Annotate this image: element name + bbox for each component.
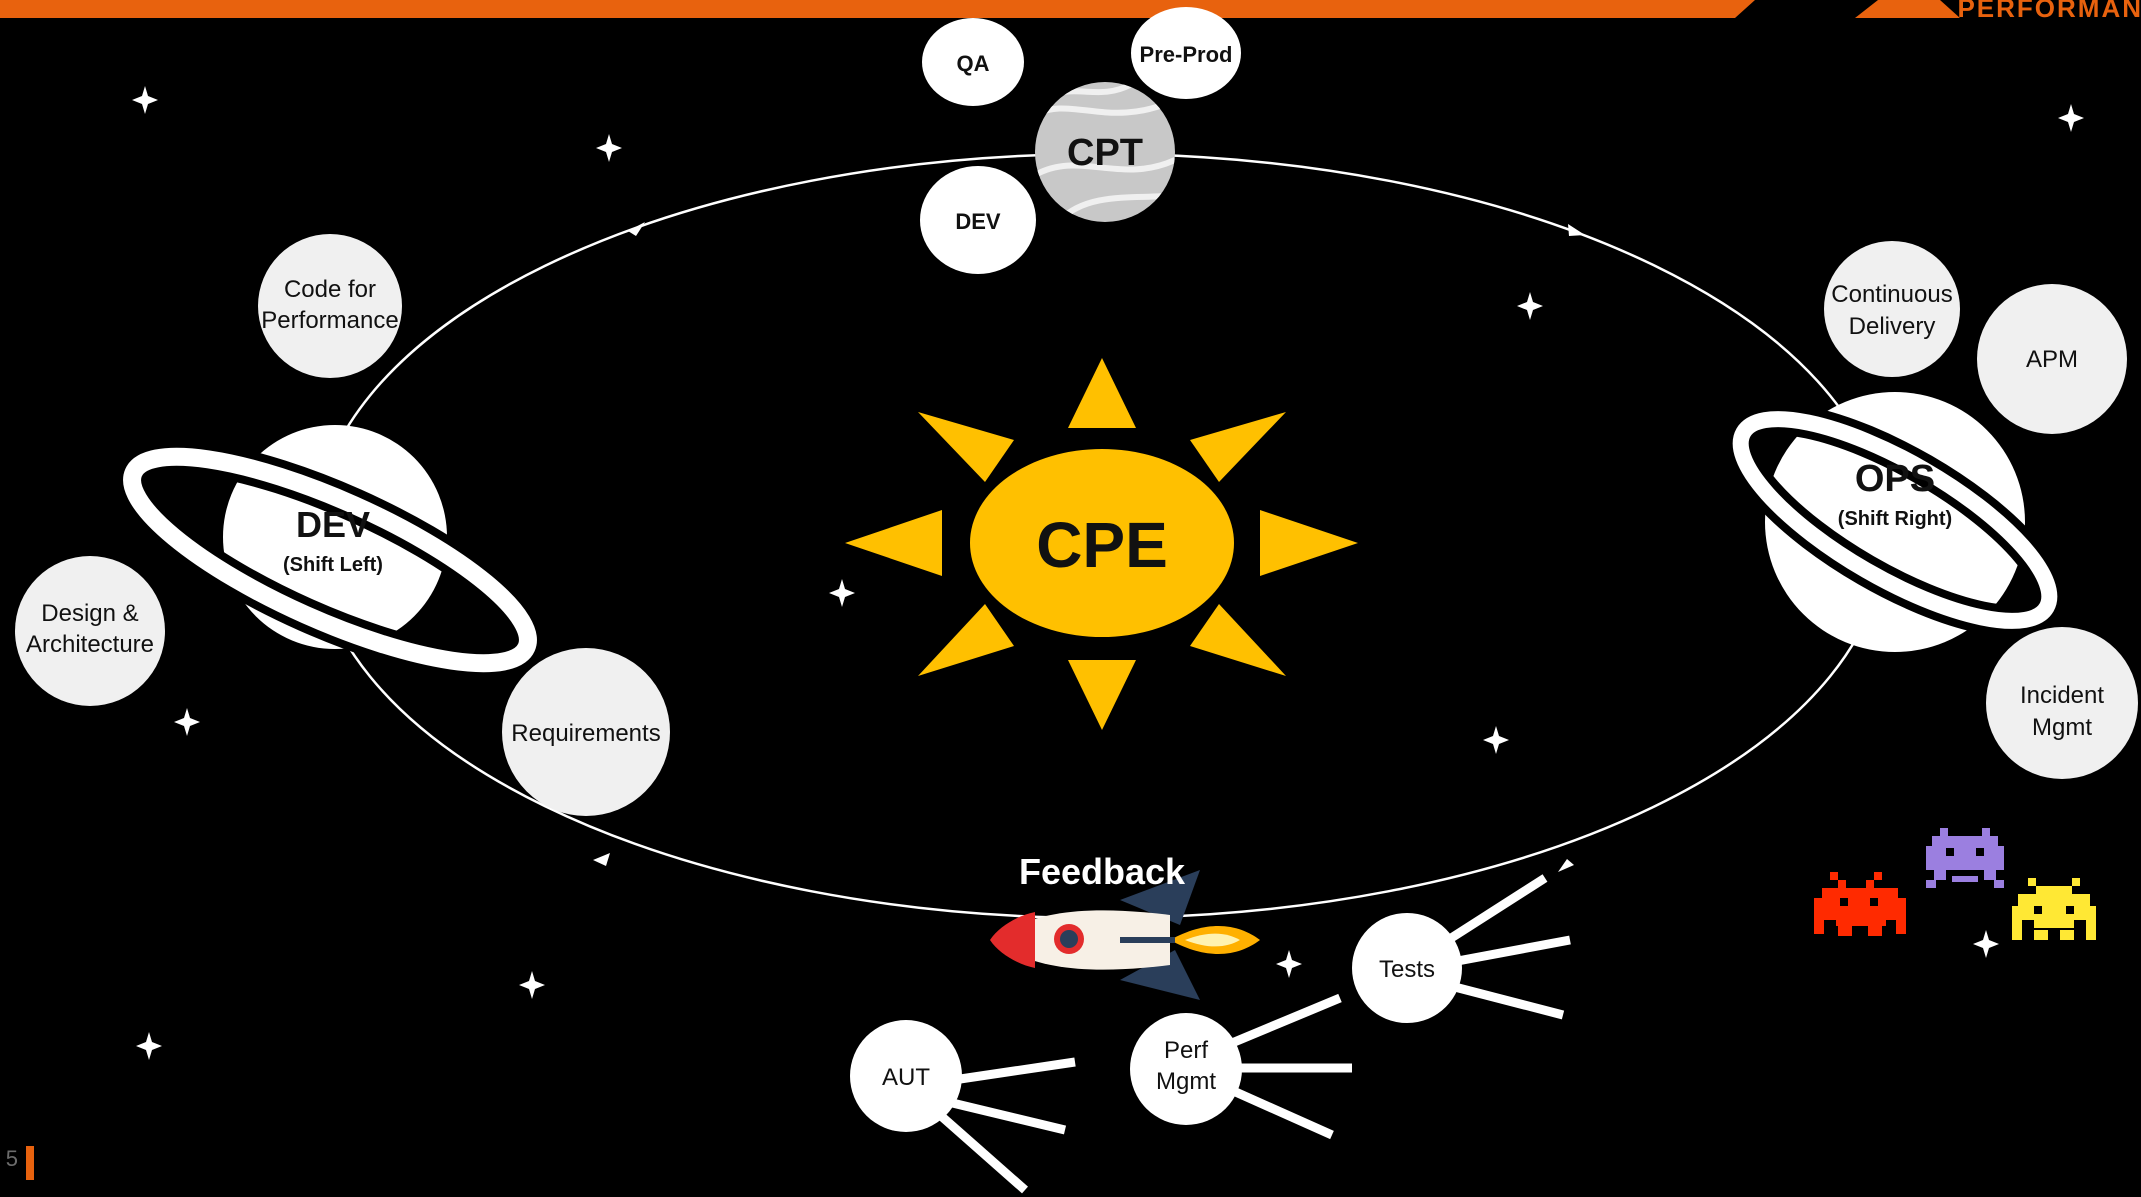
star-icon (174, 708, 200, 736)
brand-text: PERFORMAN (1957, 0, 2141, 22)
moon-incident-mgmt: Incident Mgmt (1986, 627, 2138, 779)
ops-planet: OPS (Shift Right) (1724, 392, 2066, 652)
star-icon (136, 1032, 162, 1060)
star-icon (829, 579, 855, 607)
slide-number-bar (26, 1146, 34, 1180)
moon-code-for-performance-line1: Code for (284, 276, 376, 303)
moon-apm: APM (1977, 284, 2127, 434)
star-icon (1276, 950, 1302, 978)
moon-design-architecture-line1: Design & (41, 600, 138, 627)
satellite-perf-mgmt-line1: Perf (1164, 1037, 1208, 1064)
moon-design-architecture-line2: Architecture (26, 631, 154, 658)
cpt-planet-label: CPT (1067, 132, 1143, 174)
sun-ray-icon (1260, 510, 1358, 576)
star-icon (519, 971, 545, 999)
moon-pre-prod-label: Pre-Prod (1140, 42, 1233, 67)
sun-core (970, 449, 1234, 637)
invader-yellow-icon (2012, 878, 2096, 940)
rocket: Feedback (990, 851, 1260, 1000)
star-icon (1483, 726, 1509, 754)
rocket-fin-icon (1120, 870, 1200, 925)
satellite-perf-mgmt: Perf Mgmt (1130, 993, 1352, 1140)
rocket-label: Feedback (1019, 851, 1186, 892)
rocket-nose-icon (990, 912, 1035, 968)
moon-qa: QA (922, 18, 1024, 106)
sun-ray-icon (1190, 412, 1286, 482)
ops-planet-label: OPS (1855, 458, 1935, 500)
moon-code-for-performance-line2: Performance (261, 307, 398, 334)
satellite-tests: Tests (1352, 874, 1571, 1023)
stars (132, 86, 2084, 1060)
moon-dev-small: DEV (920, 166, 1036, 274)
sun-ray-icon (1190, 604, 1286, 676)
dev-planet-label: DEV (296, 504, 370, 545)
orbit-arrow-icon (593, 853, 610, 866)
moon-design-architecture: Design & Architecture (15, 556, 165, 706)
star-icon (1973, 930, 1999, 958)
dev-planet-sublabel: (Shift Left) (283, 554, 383, 576)
rocket-fin-icon (1120, 950, 1200, 1000)
star-icon (1517, 292, 1543, 320)
slide-number: 5 (5, 1146, 18, 1171)
cpt-planet: CPT (1035, 82, 1175, 222)
sun-ray-icon (918, 412, 1014, 482)
invader-purple-icon (1926, 828, 2004, 888)
moon-incident-mgmt-line1: Incident (2020, 682, 2104, 709)
ops-planet-sublabel: (Shift Right) (1838, 508, 1952, 530)
orbit-arrow-icon (628, 222, 645, 236)
satellite-tests-label: Tests (1379, 956, 1435, 983)
moon-apm-label: APM (2026, 346, 2078, 373)
satellite-aut: AUT (850, 1020, 1076, 1194)
moon-incident-mgmt-line2: Mgmt (2032, 714, 2092, 741)
sun-ray-icon (1068, 358, 1136, 428)
moon-requirements: Requirements (502, 648, 670, 816)
moon-continuous-delivery: Continuous Delivery (1824, 241, 1960, 377)
invader-red-icon (1814, 872, 1906, 936)
star-icon (132, 86, 158, 114)
center-label: CPE (1036, 509, 1168, 581)
header-bar (0, 0, 1755, 18)
orbit-arrow-icon (1568, 224, 1585, 236)
satellite-perf-mgmt-line2: Mgmt (1156, 1068, 1216, 1095)
sun-ray-icon (845, 510, 942, 576)
brand-logo (1855, 0, 1960, 18)
moon-requirements-label: Requirements (511, 720, 660, 747)
dev-planet: DEV (Shift Left) (115, 425, 545, 681)
sun-cpe: CPE (845, 358, 1358, 730)
moon-pre-prod: Pre-Prod (1131, 7, 1241, 99)
moon-code-for-performance: Code for Performance (258, 234, 402, 378)
moon-continuous-delivery-line1: Continuous (1831, 281, 1952, 308)
orbit-arrow-icon (1558, 859, 1574, 872)
sun-ray-icon (1068, 660, 1136, 730)
sun-ray-icon (918, 604, 1014, 676)
star-icon (2058, 104, 2084, 132)
moon-continuous-delivery-line2: Delivery (1849, 313, 1936, 340)
moon-qa-label: QA (957, 51, 990, 76)
satellite-aut-label: AUT (882, 1064, 930, 1091)
moon-dev-small-label: DEV (955, 209, 1001, 234)
star-icon (596, 134, 622, 162)
